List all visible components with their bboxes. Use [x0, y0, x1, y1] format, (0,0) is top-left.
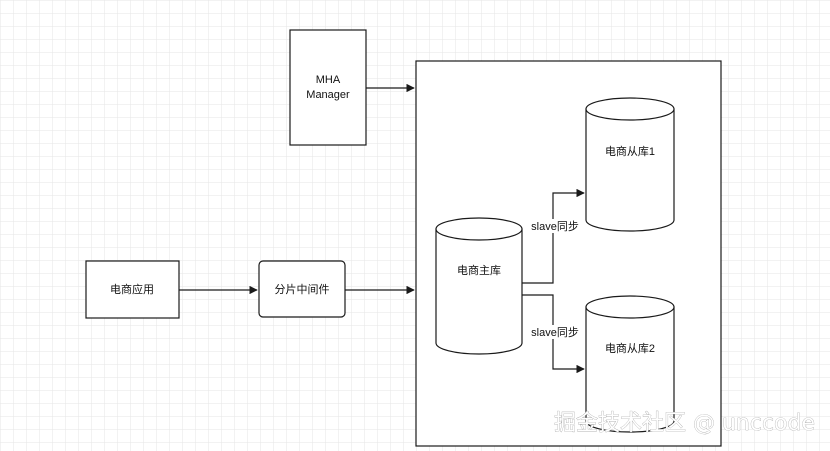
mha-manager-label-line2: Manager: [306, 89, 350, 101]
slave-db-1-label: 电商从库1: [605, 144, 655, 158]
sharding-middleware-label: 分片中间件: [275, 283, 330, 296]
slave-db-1-cylinder[interactable]: 电商从库1: [585, 97, 675, 232]
arrow-master-to-slave-1: [522, 188, 585, 284]
slave-db-2-cylinder[interactable]: 电商从库2: [585, 295, 675, 433]
sync-label-top: slave同步: [531, 220, 579, 233]
ecommerce-app-node[interactable]: 电商应用: [85, 260, 180, 319]
sync-label-bottom-bg: [531, 325, 579, 339]
sync-label-top-bg: [531, 219, 579, 233]
mha-manager-node[interactable]: MHA Manager: [289, 29, 367, 146]
master-db-label: 电商主库: [457, 263, 501, 277]
slave-db-2-label: 电商从库2: [605, 341, 655, 355]
sync-label-bottom: slave同步: [531, 326, 579, 339]
mha-manager-label-line1: MHA: [316, 74, 341, 86]
sharding-middleware-node[interactable]: 分片中间件: [258, 260, 346, 318]
ecommerce-app-label: 电商应用: [110, 282, 154, 296]
master-db-cylinder[interactable]: 电商主库: [435, 217, 523, 355]
watermark-text: 掘金技术社区 @ unccode: [554, 411, 815, 436]
